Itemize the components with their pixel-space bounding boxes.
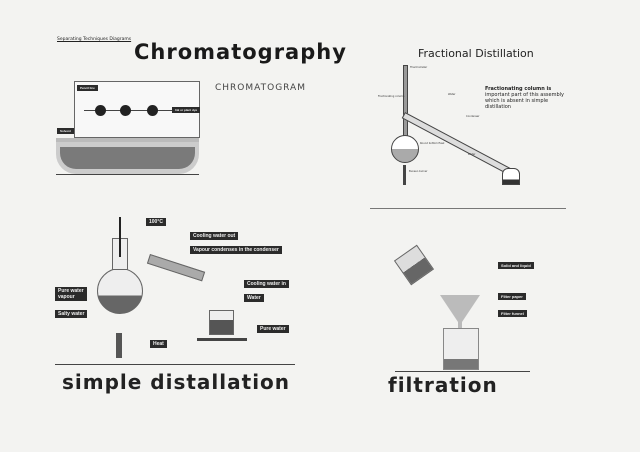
page-header: Separating Techniques Diagrams xyxy=(57,37,132,42)
solvent xyxy=(60,147,195,169)
receiver xyxy=(502,168,520,185)
divider xyxy=(395,371,530,372)
cooling-in-label: Cooling water in xyxy=(244,280,289,288)
solid-liquid-label: Solid and liquid xyxy=(498,262,534,269)
water-out-label: Water xyxy=(448,93,456,96)
fractional-title: Fractional Distillation xyxy=(418,47,534,60)
divider xyxy=(56,174,199,175)
salty-water-label: Salty water xyxy=(55,310,88,318)
note-text: important part of this assembly which is… xyxy=(485,92,564,110)
burner-label: Bunsen burner xyxy=(409,170,428,173)
note-bold: Fractionating column is xyxy=(485,86,552,92)
table xyxy=(197,338,247,341)
pencil-line-label: Pencil line xyxy=(77,85,98,91)
ink-label: Ink or plant dye xyxy=(172,107,201,113)
temp-label: 100°C xyxy=(146,218,166,226)
flask-label: Round bottom flask xyxy=(420,142,445,145)
condenser-label: Condenser xyxy=(466,115,480,118)
funnel xyxy=(440,295,480,325)
collecting-beaker xyxy=(443,328,479,370)
thermometer xyxy=(119,217,121,257)
ink-spot xyxy=(147,105,158,116)
burner xyxy=(116,333,122,358)
pouring-beaker xyxy=(393,244,435,286)
pure-water-label: Pure water xyxy=(257,325,289,333)
vapour-condenses-label: Vapour condenses in the condenser xyxy=(190,246,282,254)
ink-spot xyxy=(95,105,106,116)
chromatogram-label: CHROMATOGRAM xyxy=(215,83,306,93)
divider xyxy=(55,364,295,365)
simple-title: simple distallation xyxy=(62,370,291,394)
simple-condenser xyxy=(146,254,206,282)
chromatography-title: Chromatography xyxy=(134,40,347,64)
water-label: Water xyxy=(244,294,264,302)
pencil-line xyxy=(84,110,184,111)
fractional-note: Fractionating column is important part o… xyxy=(485,86,565,110)
thermometer-label: Thermometer xyxy=(410,66,428,69)
divider xyxy=(370,208,566,209)
pure-vapour-label: Pure water vapour xyxy=(55,287,87,301)
column xyxy=(403,65,408,140)
beaker xyxy=(209,310,234,335)
round-flask xyxy=(97,268,143,314)
filtration-title: filtration xyxy=(388,373,498,397)
heat-label: Heat xyxy=(150,340,167,348)
flask xyxy=(391,135,419,163)
condenser xyxy=(401,112,516,177)
burner xyxy=(403,165,406,185)
water-in-label: Water xyxy=(468,153,476,156)
filter-paper-label: Filter paper xyxy=(498,293,526,300)
column-label: Fractionating column xyxy=(378,95,405,98)
filter-funnel-label: Filter funnel xyxy=(498,310,527,317)
ink-spot xyxy=(120,105,131,116)
cooling-out-label: Cooling water out xyxy=(190,232,239,240)
solvent-label: Solvent xyxy=(57,128,74,134)
